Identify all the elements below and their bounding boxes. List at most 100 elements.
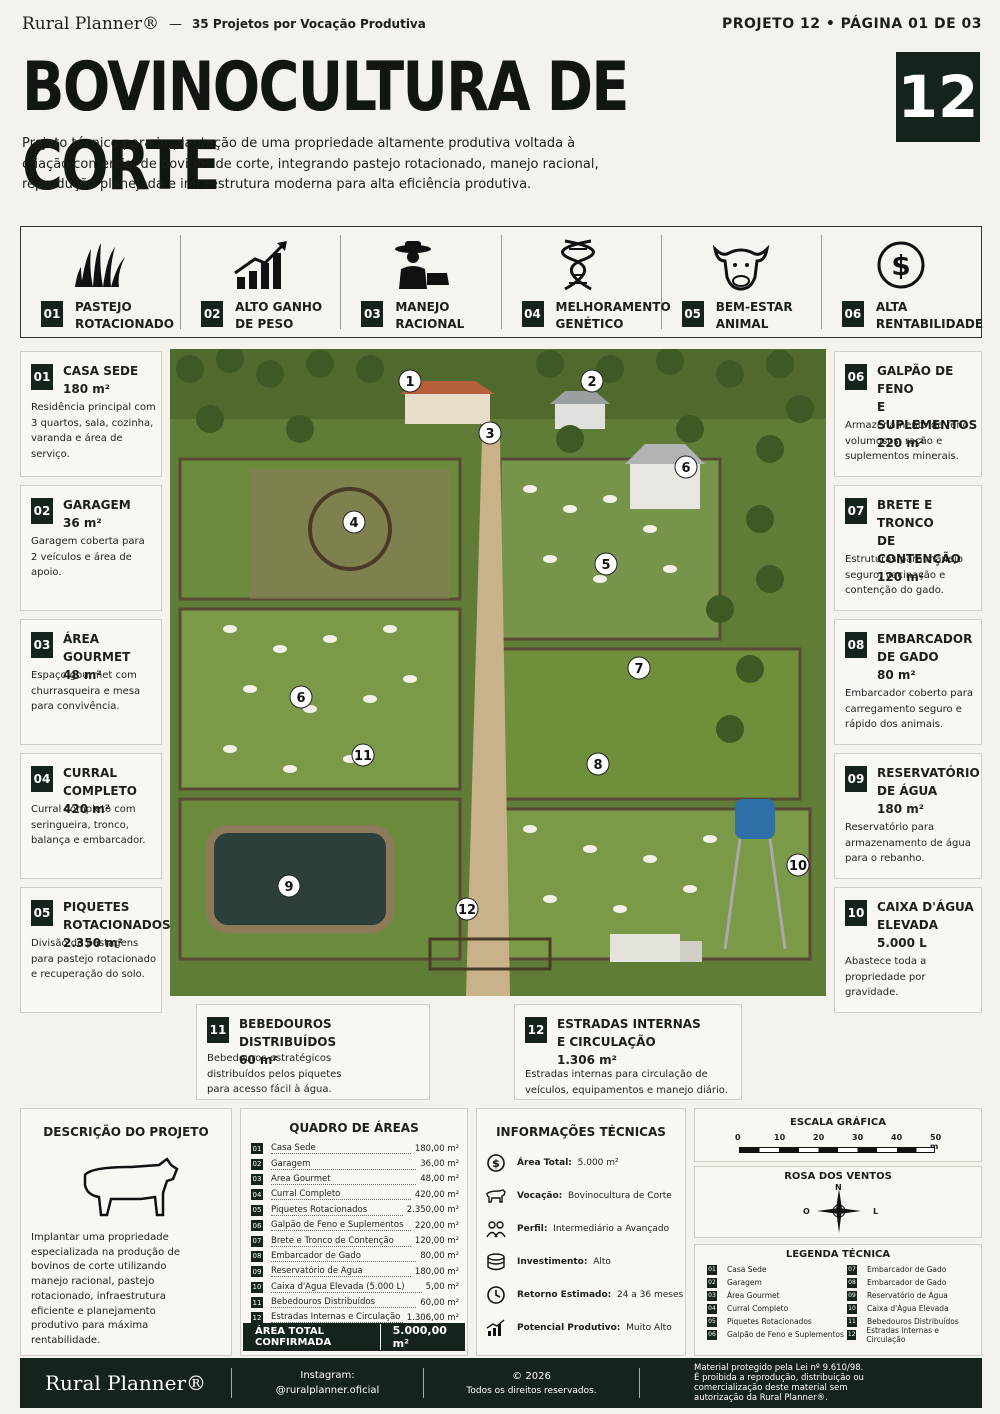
feature-number: 04 xyxy=(521,301,544,327)
compass-n: N xyxy=(835,1183,842,1192)
card-title: CURRAL COMPLETO xyxy=(63,766,137,798)
row-value: 36,00 m² xyxy=(420,1159,459,1170)
dollar-circle-icon: $ xyxy=(487,1154,505,1172)
areas-row: 12 Estradas Internas e Circulação 1.306,… xyxy=(251,1310,459,1325)
area-card-10: 10 CAIXA D'ÁGUA ELEVADA 5.000 L Abastece… xyxy=(834,887,982,1013)
card-title: GALPÃO DE FENO E SUPLEMENTOS xyxy=(877,364,978,432)
card-number: 08 xyxy=(845,632,867,658)
cattle-13 xyxy=(563,505,577,513)
area-card-04: 04 CURRAL COMPLETO 420 m² Curral complet… xyxy=(20,753,162,879)
tech-row: Vocação: Bovinocultura de Corte xyxy=(485,1186,672,1206)
dna-icon xyxy=(561,239,596,291)
scale-tick: 50 m xyxy=(930,1133,942,1151)
footer: Rural Planner® Instagram: @ruralplanner.… xyxy=(20,1358,982,1408)
legend-label: Casa Sede xyxy=(727,1265,767,1274)
area-card-11: 11 BEBEDOUROS DISTRIBUÍDOS 60 m² Bebedou… xyxy=(196,1004,430,1100)
card-description: Divisão de pastagens para pastejo rotaci… xyxy=(31,938,157,980)
feature-01: 01 PASTEJO ROTACIONADO xyxy=(21,235,182,331)
page-info: PROJETO 12 • PÁGINA 01 DE 03 xyxy=(721,16,982,32)
instagram-handle[interactable]: @ruralplanner.oficial xyxy=(275,1385,380,1396)
cattle-16 xyxy=(543,555,557,563)
tech-row: Retorno Estimado: 24 a 36 meses xyxy=(485,1285,683,1305)
row-value: 180,00 m² xyxy=(414,1266,459,1277)
card-title: CASA SEDE xyxy=(63,364,139,378)
cattle-14 xyxy=(603,495,617,503)
area-card-03: 03 ÁREA GOURMET 48 m² Espaço gourmet com… xyxy=(20,619,162,745)
legend-label: Caixa d'Água Elevada xyxy=(867,1304,949,1313)
card-title: ÁREA GOURMET xyxy=(63,632,131,664)
map-marker-8: 8 xyxy=(586,752,610,776)
legend-label: Curral Completo xyxy=(727,1304,789,1313)
legend-item: 09 Reservatório de Água xyxy=(847,1289,973,1302)
tree-5 xyxy=(356,355,384,383)
cattle-24 xyxy=(613,905,627,913)
svg-text:$: $ xyxy=(892,249,911,282)
feature-number: 03 xyxy=(361,301,384,327)
tree-14 xyxy=(756,565,784,593)
legend-title: LEGENDA TÉCNICA xyxy=(785,1249,891,1260)
legend-number: 01 xyxy=(707,1264,717,1275)
card-number: 10 xyxy=(845,900,867,926)
areas-row: 04 Curral Completo 420,00 m² xyxy=(251,1187,459,1202)
brand-name: Rural Planner® xyxy=(22,14,159,34)
cattle-7 xyxy=(363,695,377,703)
card-title: BRETE E TRONCO DE CONTENÇÃO xyxy=(877,498,961,566)
row-label: Bebedouros Distribuídos xyxy=(271,1297,417,1309)
legend-item: 02 Garagem xyxy=(707,1276,847,1289)
tech-value: Alto xyxy=(593,1257,611,1267)
row-value: 220,00 m² xyxy=(414,1220,459,1231)
scale-tick: 40 xyxy=(891,1133,903,1142)
map-marker-6: 6 xyxy=(289,685,313,709)
row-number: 08 xyxy=(251,1250,263,1262)
card-area: 180 m² xyxy=(877,802,924,816)
areas-title: QUADRO DE ÁREAS xyxy=(289,1121,419,1135)
legend-label: Bebedouros Distribuídos xyxy=(867,1317,959,1326)
tech-value: Intermediário a Avançado xyxy=(553,1224,670,1234)
marker-label: 6 xyxy=(296,691,305,706)
instagram-label: Instagram: xyxy=(300,1370,355,1381)
card-number: 05 xyxy=(31,900,53,926)
legend-item: 04 Curral Completo xyxy=(707,1302,847,1315)
legend-item: 01 Casa Sede xyxy=(707,1263,847,1276)
scale-tick: 0 xyxy=(735,1133,741,1142)
compass-l: L xyxy=(873,1207,879,1216)
dollar-icon: $ xyxy=(877,241,925,289)
tech-title: INFORMAÇÕES TÉCNICAS xyxy=(496,1125,666,1139)
tree-17 xyxy=(716,715,744,743)
row-value: 80,00 m² xyxy=(420,1251,459,1262)
row-label: Brete e Tronco de Contenção xyxy=(271,1236,411,1247)
card-title: CAIXA D'ÁGUA ELEVADA xyxy=(877,900,974,932)
copyright-year: © 2026 xyxy=(512,1370,551,1382)
areas-row: 06 Galpão de Feno e Suplementos 220,00 m… xyxy=(251,1218,459,1233)
map-marker-10: 10 xyxy=(786,853,810,877)
tech-label: Perfil: xyxy=(517,1224,548,1234)
feature-label: ALTO GANHO DE PESO xyxy=(235,300,323,331)
bar-chart-icon xyxy=(486,1319,505,1336)
feature-06: $ 06 ALTA RENTABILIDADE xyxy=(822,235,983,331)
row-label: Piquetes Rotacionados xyxy=(271,1205,403,1216)
map-marker-6: 6 xyxy=(674,455,698,479)
legend-number: 09 xyxy=(847,1290,857,1301)
tree-4 xyxy=(306,350,334,378)
legend-label: Estradas Internas e Circulação xyxy=(866,1325,939,1344)
row-label: Galpão de Feno e Suplementos xyxy=(271,1220,411,1232)
card-number: 11 xyxy=(207,1017,229,1043)
tree-18 xyxy=(196,405,224,433)
separator: — xyxy=(168,16,182,32)
feature-number: 05 xyxy=(681,301,704,327)
card-area: 60 m² xyxy=(239,1053,278,1067)
map-marker-12: 12 xyxy=(455,897,479,921)
card-area: 1.306 m² xyxy=(557,1053,617,1067)
cattle-5 xyxy=(243,685,257,693)
tree-3 xyxy=(256,360,284,388)
footer-legal: Material protegido pela Lei nº 9.610/98.… xyxy=(694,1363,864,1403)
row-number: 05 xyxy=(251,1204,263,1216)
row-number: 01 xyxy=(251,1143,263,1155)
cattle-12 xyxy=(523,485,537,493)
tree-2 xyxy=(216,349,244,373)
description-box: DESCRIÇÃO DO PROJETO Implantar uma propr… xyxy=(20,1108,232,1356)
cattle-25 xyxy=(683,885,697,893)
area-card-07: 07 BRETE E TRONCO DE CONTENÇÃO 120 m² Es… xyxy=(834,485,982,611)
page-title: BOVINOCULTURA DE CORTE xyxy=(22,48,629,206)
